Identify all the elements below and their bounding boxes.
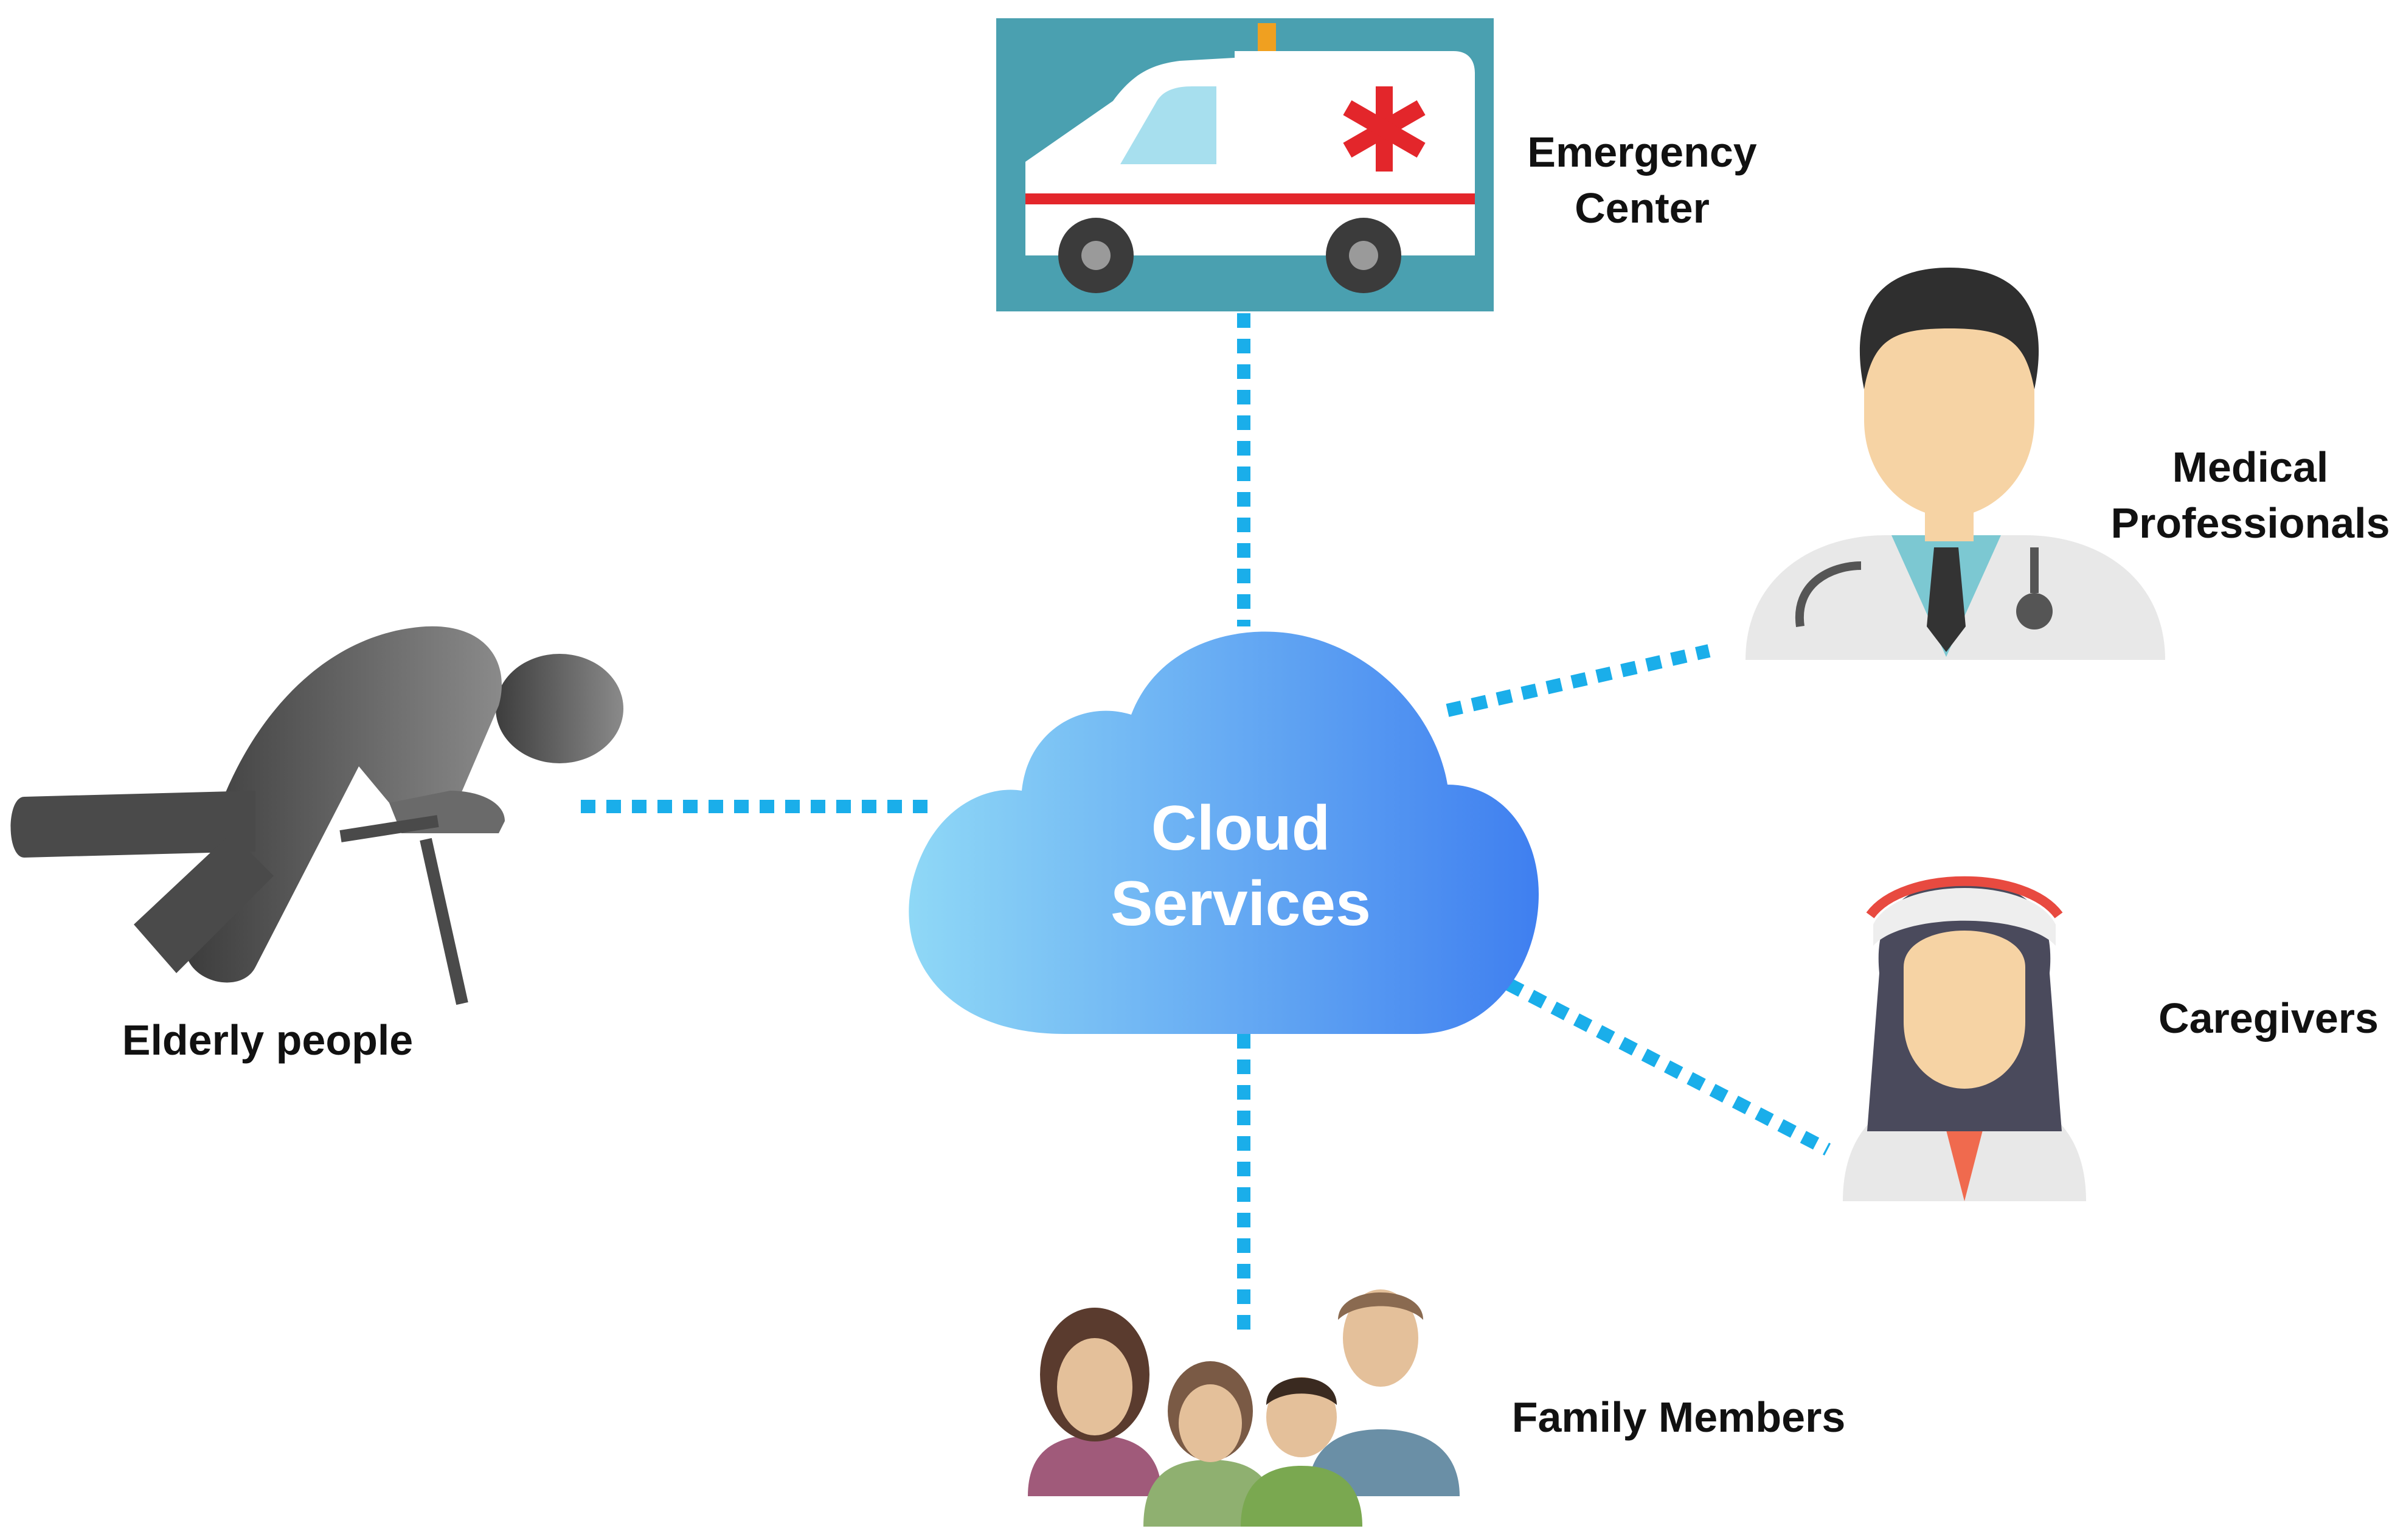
emergency-center-label-line1: Emergency <box>1527 128 1757 176</box>
emergency-center-label-line2: Center <box>1575 184 1710 232</box>
connector-to-caregivers <box>1505 978 1831 1156</box>
emergency-center-label: Emergency Center <box>1484 124 1800 236</box>
caregivers-label: Caregivers <box>2158 994 2379 1042</box>
doctor-icon <box>1746 268 2165 660</box>
cloud-services-label-line2: Services <box>1111 869 1371 939</box>
medical-professionals-label: Medical Professionals <box>2092 439 2406 551</box>
connector-lines <box>581 313 1831 1332</box>
falling-elderly-person-icon <box>10 626 623 1005</box>
cloud-icon <box>909 631 1539 1034</box>
medical-professionals-label-line2: Professionals <box>2110 499 2390 547</box>
connector-to-medical-professionals <box>1446 644 1711 717</box>
elderly-people-label: Elderly people <box>122 1016 414 1064</box>
family-members-label: Family Members <box>1511 1393 1846 1441</box>
nurse-icon <box>1843 876 2086 1201</box>
medical-professionals-label-line1: Medical <box>2172 443 2329 491</box>
cloud-services-label: Cloud Services <box>1058 791 1423 942</box>
cloud-services-label-line1: Cloud <box>1151 793 1331 864</box>
family-icon <box>1028 1289 1460 1527</box>
ambulance-icon <box>996 18 1494 311</box>
